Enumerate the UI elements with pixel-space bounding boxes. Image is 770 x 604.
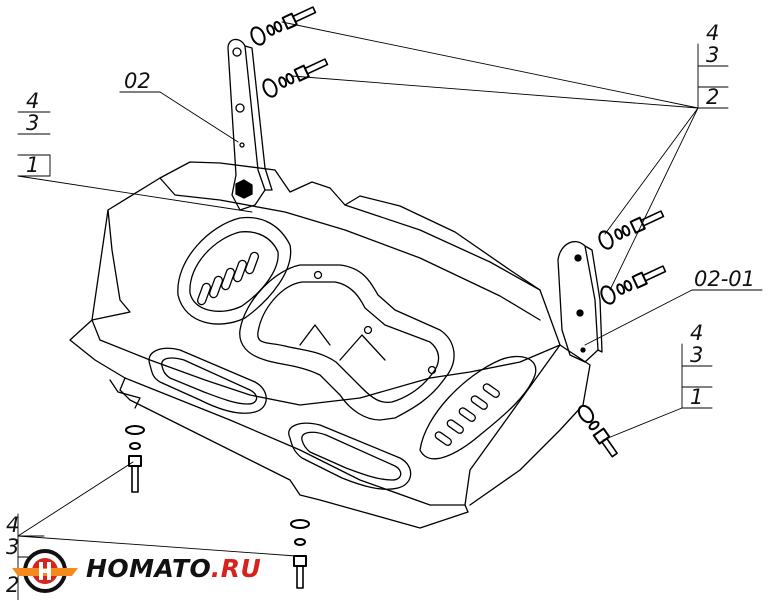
plate-left-side [91,209,131,321]
callout-right-lower-box [681,343,713,409]
fastener-top-2 [262,58,329,98]
callout-boxes [17,43,763,601]
label-top-right-4: 4 [706,21,719,45]
front-pocket-left-outer [148,347,267,414]
leader-top-right-b [291,75,699,109]
skid-plate [69,161,591,529]
left-vent-pocket [177,216,292,325]
bracket-left-hole-low [239,142,245,148]
front-pocket-left-inner [161,357,258,405]
front-pocket-right-inner [301,431,402,481]
homato-logo[interactable]: HOMATO.RU [10,548,270,596]
label-bottom-4: 4 [6,513,19,537]
bracket-left-hole-upper [232,47,242,57]
leader-left-1 [17,175,253,213]
flat-washer [250,26,266,46]
right-vent-pocket [419,355,537,460]
bracket-right-hole-base [580,347,586,353]
leader-right-lower [602,407,683,441]
left-vent-slots [196,251,260,306]
left-pocket-outer [177,216,292,325]
bracket-left-hole-mid [235,103,245,113]
bracket-right-outline [557,241,599,363]
right-vent-slots [434,383,500,446]
callout-top-right-box [697,43,729,109]
label-bottom-3: 3 [6,535,19,559]
label-top-right-3: 3 [706,43,719,67]
leader-bracket-left [119,91,239,143]
label-bracket-left: 02 [124,69,151,93]
label-left-1: 1 [26,153,39,177]
callout-left-box [17,111,51,177]
plate-rear-flange [344,195,541,291]
bracket-left-face [244,45,273,191]
bottom-lip-tab [109,379,141,409]
spring-washer-2 [273,20,283,33]
label-bracket-right: 02-01 [694,267,755,291]
leader-bracket-right [584,289,693,346]
logo-brand-main: HOMATO [86,554,211,583]
bracket-right [557,241,603,363]
leader-top-right-c [604,107,699,235]
logo-brand-suffix: .RU [210,554,262,583]
rib-notch-left [299,324,386,361]
front-pockets [148,347,412,490]
rib-hole-2 [363,325,373,335]
label-left-4: 4 [26,89,39,113]
leader-bottom-a [17,461,134,537]
right-pocket-outer [419,355,537,460]
plate-top-edge-inner [159,177,541,321]
fastener-right-lower [577,404,618,458]
fastener-bottom-1 [125,425,145,493]
homato-wordmark: HOMATO.RU [86,554,261,583]
label-bottom-2: 2 [6,573,19,597]
label-right-lower-1: 1 [690,385,703,409]
plate-front-bottom [119,377,469,529]
bracket-left-outline [227,38,266,211]
bracket-left-nut [235,179,253,199]
rib-inner [257,281,440,404]
rib-outer [239,264,455,421]
stamped-rib [239,264,455,421]
fastener-top-1 [250,6,317,46]
fastener-right-1 [598,210,665,250]
bracket-right-face [584,245,603,353]
bracket-left [227,38,273,211]
fastener-right-2 [600,265,667,305]
label-right-lower-4: 4 [690,321,703,345]
label-left-3: 3 [26,111,39,135]
spring-washer [266,24,276,36]
leader-top-right-d [609,107,699,291]
label-top-right-2: 2 [706,85,719,109]
rib-hole-1 [313,270,323,280]
leader-top-right-a [281,21,699,109]
front-pocket-right-outer [288,422,412,490]
homato-emblem-icon [12,549,78,593]
bolt-head [281,12,298,30]
bracket-right-hole-lower [576,309,584,317]
leader-lines [17,21,699,557]
callout-labels: 4 3 2 4 3 1 02 02-01 4 3 1 4 3 2 [6,21,755,597]
bolt-shank [292,6,317,23]
bracket-right-hole-upper [574,254,582,262]
rib-hole-3 [427,365,437,375]
label-right-lower-3: 3 [690,343,703,367]
leader-bottom-b [17,535,297,557]
fastener-bottom-2 [290,519,310,589]
plate-front-lip [69,319,561,506]
left-pocket-inner [189,231,279,312]
